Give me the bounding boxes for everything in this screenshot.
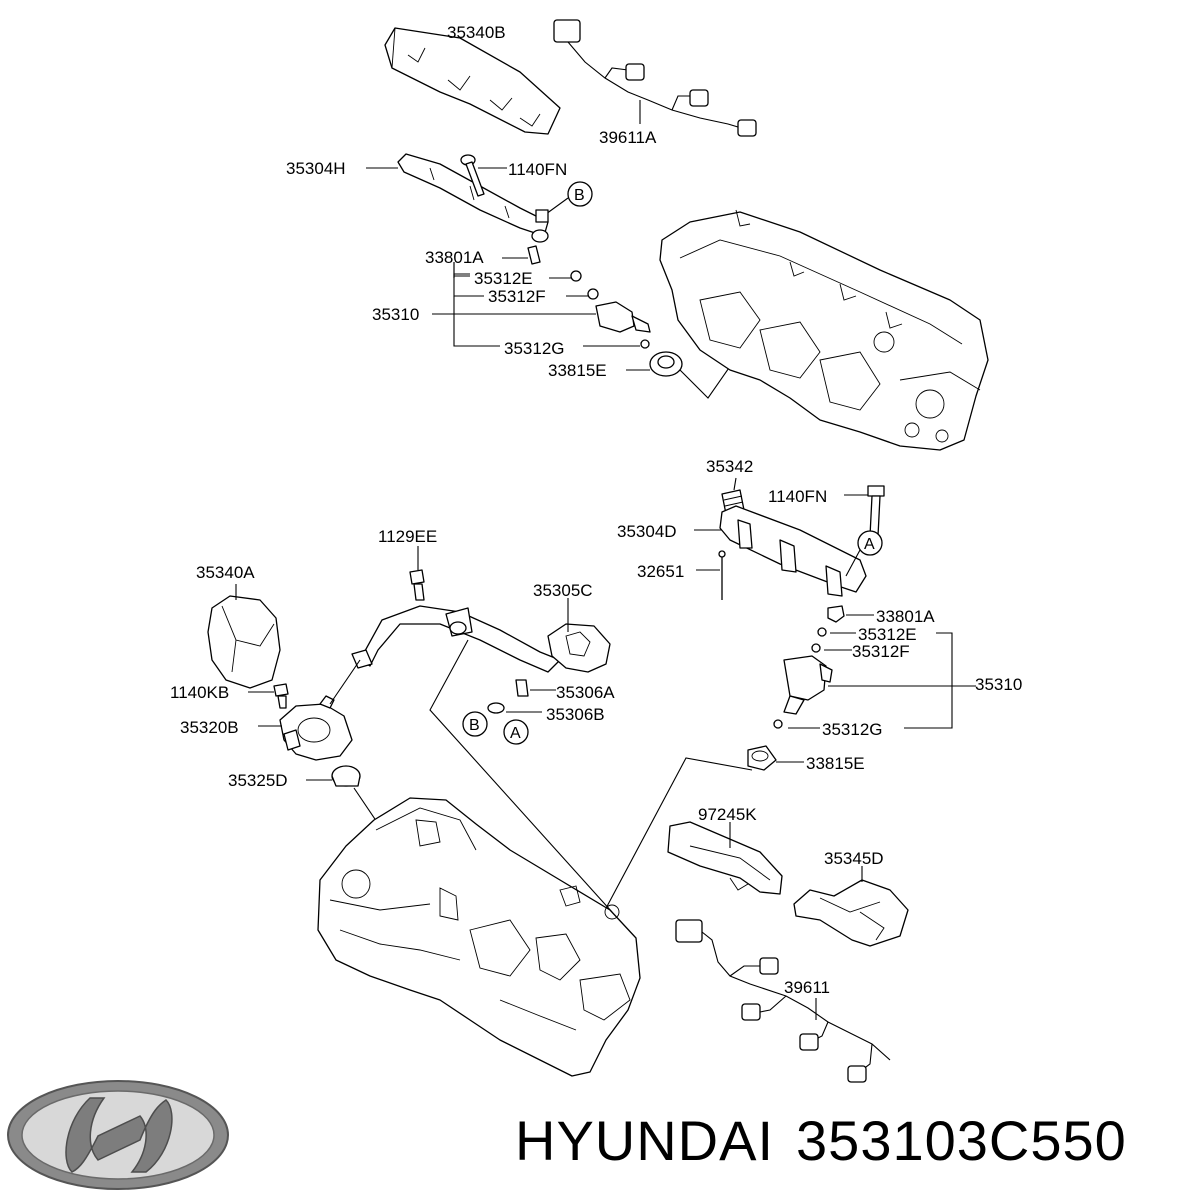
label-32651: 32651 xyxy=(637,562,684,581)
label-1140FN-right: 1140FN xyxy=(768,487,827,506)
bolt-pipe xyxy=(409,569,425,601)
label-39611: 39611 xyxy=(784,978,830,997)
cover-right xyxy=(793,879,909,947)
injector-top xyxy=(595,301,635,333)
label-35340B: 35340B xyxy=(447,23,506,42)
label-1140FN-top: 1140FN xyxy=(508,160,567,179)
cover-left xyxy=(207,595,281,689)
injector-right xyxy=(783,655,833,715)
label-35310-right: 35310 xyxy=(975,675,1022,694)
label-39611A: 39611A xyxy=(599,128,657,147)
label-35312G-top: 35312G xyxy=(504,339,565,358)
label-35345D: 35345D xyxy=(824,849,884,868)
marker-b-pipe: B xyxy=(469,717,480,734)
label-35305C: 35305C xyxy=(533,581,593,600)
label-1140KB: 1140KB xyxy=(170,683,229,702)
brand-caption: HYUNDAI 353103C550 xyxy=(515,1108,1149,1173)
cylinder-head-top xyxy=(659,209,989,451)
hyundai-logo xyxy=(7,1080,229,1190)
label-35306A: 35306A xyxy=(556,683,615,702)
label-33815E-right: 33815E xyxy=(806,754,865,773)
label-35312E-top: 35312E xyxy=(474,269,533,288)
high-pressure-pump xyxy=(279,695,353,761)
label-35304D: 35304D xyxy=(617,522,677,541)
brand-name: HYUNDAI xyxy=(515,1109,775,1172)
fuel-rail-top xyxy=(397,153,549,243)
label-35312F-top: 35312F xyxy=(488,287,546,306)
label-35340A: 35340A xyxy=(196,563,255,582)
high-pressure-pipe xyxy=(351,605,611,673)
marker-a-right: A xyxy=(864,536,875,553)
label-35312G-right: 35312G xyxy=(822,720,883,739)
label-33801A-right: 33801A xyxy=(876,607,935,626)
marker-b-top: B xyxy=(574,187,585,204)
label-35310-top: 35310 xyxy=(372,305,419,324)
label-35312E-right: 35312E xyxy=(858,625,917,644)
label-1129EE: 1129EE xyxy=(378,527,437,546)
fuel-rail-right xyxy=(719,505,867,597)
bolt-top xyxy=(460,154,485,197)
label-35312F-right: 35312F xyxy=(852,642,910,661)
fuel-rail-cover-top xyxy=(384,27,561,135)
marker-a-pipe: A xyxy=(510,725,521,742)
wiring-harness-bottom xyxy=(675,919,891,1083)
part-number: 353103C550 xyxy=(796,1109,1127,1172)
bolt-pump xyxy=(273,683,289,709)
wiring-harness-top xyxy=(553,19,757,137)
cover-bottom xyxy=(667,821,783,895)
pump-lifter xyxy=(331,765,361,787)
label-35306B: 35306B xyxy=(546,705,605,724)
label-35325D: 35325D xyxy=(228,771,288,790)
label-35304H: 35304H xyxy=(286,159,346,178)
label-33801A-top: 33801A xyxy=(425,248,484,267)
seal-top xyxy=(649,351,683,377)
label-35320B: 35320B xyxy=(180,718,239,737)
engine-block xyxy=(317,797,641,1077)
label-35342: 35342 xyxy=(706,457,753,476)
bolt-right xyxy=(867,485,885,537)
label-33815E-top: 33815E xyxy=(548,361,607,380)
label-97245K: 97245K xyxy=(698,805,757,824)
seal-right xyxy=(747,745,777,771)
